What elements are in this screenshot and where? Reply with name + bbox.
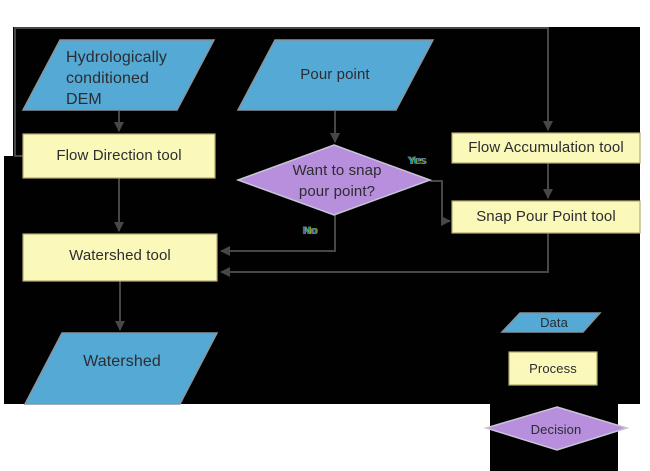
decision-label-line1: Want to snap — [292, 162, 382, 179]
edge-flow-direction-to-flow-accumulation — [14, 27, 553, 157]
decision-diamond — [235, 144, 433, 216]
flow-accumulation-label: Flow Accumulation tool — [468, 139, 624, 156]
dem-parallelogram — [21, 39, 216, 111]
no-branch-label: No — [303, 225, 318, 237]
snap-pour-point-box — [451, 200, 641, 234]
dem-label-line2: conditioned — [66, 70, 149, 87]
legend-data-parallelogram — [500, 312, 602, 333]
legend-decision-diamond — [483, 406, 630, 451]
pour-point-parallelogram — [236, 39, 435, 111]
flow-direction-box — [22, 133, 216, 179]
pour-point-label: Pour point — [300, 66, 370, 83]
legend-process-box — [508, 351, 598, 386]
flow-accumulation-box — [451, 132, 641, 164]
edge-decision-no-to-watershed-tool — [220, 215, 336, 256]
watershed-tool-box — [22, 233, 218, 282]
edge-decision-yes-to-snap-pour-point — [430, 180, 451, 226]
yes-branch-label: Yes — [408, 155, 426, 167]
edge-snap-pour-point-to-watershed-tool — [220, 233, 549, 277]
decision-label-line2: pour point? — [298, 183, 376, 200]
snap-pour-point-label: Snap Pour Point tool — [476, 208, 616, 225]
legend-decision-label: Decision — [530, 422, 582, 437]
decision-label: Want to snap pour point? — [257, 160, 417, 202]
watershed-tool-label: Watershed tool — [69, 247, 171, 264]
watershed-label: Watershed — [83, 353, 161, 370]
legend-process-label: Process — [529, 361, 577, 376]
watershed-parallelogram — [23, 332, 219, 405]
dem-label: Hydrologically conditioned DEM — [66, 47, 167, 110]
dem-label-line3: DEM — [66, 91, 102, 108]
dem-label-line1: Hydrologically — [66, 49, 167, 66]
flow-direction-label: Flow Direction tool — [56, 147, 182, 164]
legend-data-label: Data — [540, 315, 568, 330]
